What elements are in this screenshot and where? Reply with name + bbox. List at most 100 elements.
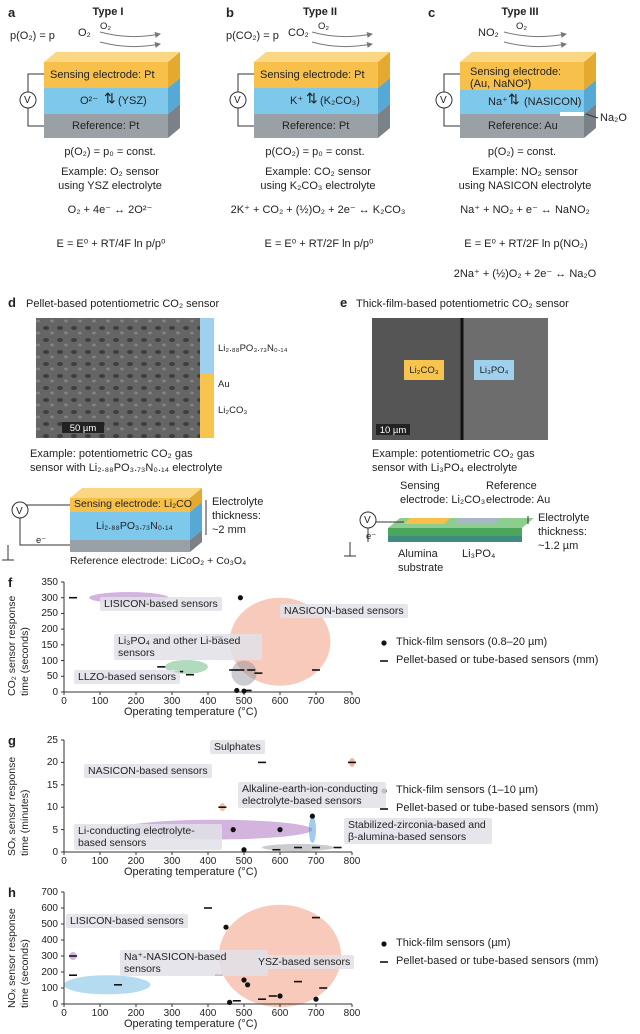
- y-tick-label: 350: [41, 577, 58, 588]
- sensor-block-b: [229, 52, 390, 138]
- region-label: LLZO-based sensors: [74, 670, 181, 684]
- pellet-sensor-d: [2, 488, 207, 561]
- legend-dot-icon: [381, 640, 387, 646]
- x-tick-label: 100: [91, 696, 109, 707]
- d-reference: Reference electrode: LiCoO₂ + Co₃O₄: [70, 555, 247, 567]
- panel-letter-a: a: [8, 5, 16, 20]
- d-title: Pellet-based potentiometric CO₂ sensor: [26, 298, 220, 310]
- x-tick-label: 400: [199, 1008, 217, 1019]
- a-example1: Example: O₂ sensor: [61, 166, 159, 178]
- legend-entry: Thick-film sensors (1–10 µm): [396, 784, 539, 796]
- b-volt: V: [234, 95, 241, 106]
- x-tick-label: 500: [235, 856, 253, 867]
- x-tick-label: 100: [91, 856, 109, 867]
- region-label: LISICON-based sensors: [66, 914, 188, 928]
- e-example1: Example: potentiometric CO₂ gas: [372, 448, 535, 460]
- region-label: Li₃PO₄ and other Li-based sensors: [114, 634, 262, 660]
- e-reference1: Reference: [486, 480, 537, 492]
- d-example2: sensor with Li₂.₈₈PO₃.₇₃N₀.₁₄ electrolyt…: [30, 462, 223, 474]
- c-reaction2: 2Na⁺ + (½)O₂ + 2e⁻ ↔ Na₂O: [453, 268, 597, 280]
- e-right: Li₃PO₄: [479, 365, 509, 376]
- x-axis-label: Operating temperature (°C): [124, 1018, 258, 1030]
- a-nernst: E = E⁰ + RT/4F ln p/p⁰: [56, 238, 166, 250]
- b-sensing: Sensing electrode: Pt: [260, 69, 365, 81]
- c-volt: V: [440, 95, 447, 106]
- x-tick-label: 100: [91, 1008, 109, 1019]
- y-axis-label: NOₓ sensor response: [6, 908, 18, 1008]
- e-sensing2: electrode: Li₂CO₃: [400, 494, 486, 506]
- thick-film-point: [227, 999, 233, 1006]
- e-sensing1: Sensing: [400, 480, 440, 492]
- x-tick-label: 800: [343, 856, 361, 867]
- panel-c-title: Type III: [501, 6, 539, 18]
- y-tick-label: 300: [41, 592, 58, 604]
- a-volt: V: [24, 95, 31, 106]
- alkaline-blob: [308, 816, 316, 844]
- legend-entry: Thick-film sensors (0.8–20 µm): [396, 636, 548, 648]
- y-tick-label: 200: [41, 967, 58, 978]
- e-thickness2: thickness:: [538, 526, 587, 538]
- y-tick-label: 0: [52, 847, 58, 858]
- d-scale: 50 µm: [69, 423, 97, 434]
- d-thickness1: Electrolyte: [212, 496, 264, 508]
- micrograph-e: [372, 318, 548, 440]
- region-label: NASICON-based sensors: [84, 764, 212, 778]
- region-label: Na⁺-NASICON-based sensors: [120, 950, 268, 976]
- b-ion: K⁺: [290, 95, 304, 107]
- e-electrolyte: Li₃PO₄: [462, 548, 496, 560]
- x-tick-label: 400: [199, 696, 217, 707]
- d-example1: Example: potentiometric CO₂ gas: [30, 448, 193, 460]
- d-thickness3: ~2 mm: [212, 524, 246, 536]
- panel-letter-f: f: [8, 575, 13, 590]
- x-tick-label: 0: [61, 1008, 67, 1019]
- y-tick-label: 15: [46, 779, 58, 791]
- x-tick-label: 0: [61, 696, 67, 707]
- panel-a-title: Type I: [92, 6, 124, 18]
- y-axis-label: time (seconds): [19, 627, 31, 696]
- legend-entry: Pellet-based or tube-based sensors (mm): [396, 802, 599, 814]
- x-tick-label: 800: [343, 696, 361, 707]
- legend-entry: Thick-film sensors (µm): [396, 937, 511, 949]
- a-sensing: Sensing electrode: Pt: [50, 69, 155, 81]
- x-axis-label: Operating temperature (°C): [124, 866, 258, 878]
- y-axis-label: time (seconds): [19, 939, 31, 1008]
- e-thickness3: ~1.2 µm: [538, 540, 579, 552]
- panel-b-gas-eq: p(CO₂) = p: [226, 30, 279, 42]
- y-axis-label: CO₂ sensor response: [6, 595, 18, 696]
- y-tick-label: 5: [52, 824, 58, 836]
- panel-letter-c: c: [428, 5, 436, 20]
- x-tick-label: 700: [307, 856, 325, 867]
- region-label: YSZ-based sensors: [254, 955, 355, 969]
- y-tick-label: 100: [41, 983, 58, 994]
- d-electron: e⁻: [36, 535, 47, 546]
- li3po4-blob: [231, 660, 257, 686]
- panel-b-gas2: O₂: [318, 21, 330, 32]
- c-side: Na₂O: [600, 112, 627, 124]
- panel-c-gas: NO₂: [478, 27, 499, 39]
- y-tick-label: 50: [46, 671, 58, 683]
- y-tick-label: 0: [52, 687, 58, 698]
- y-tick-label: 0: [52, 999, 58, 1010]
- b-reaction: 2K⁺ + CO₂ + (½)O₂ + 2e⁻ ↔ K₂CO₃: [230, 204, 406, 216]
- c-electrolyte: (NASICON): [524, 96, 582, 108]
- thick-film-point: [237, 595, 243, 601]
- y-tick-label: 10: [46, 802, 58, 814]
- x-tick-label: 0: [61, 856, 67, 867]
- thick-film-point: [313, 996, 319, 1002]
- thick-film-point: [277, 827, 283, 833]
- x-tick-label: 500: [235, 696, 253, 707]
- y-tick-label: 150: [41, 639, 58, 651]
- e-example2: sensor with Li₃PO₄ electrolyte: [372, 462, 518, 474]
- micrograph-d: [36, 318, 214, 438]
- legend-entry: Pellet-based or tube-based sensors (mm): [396, 955, 599, 967]
- panel-a-gas2: O₂: [100, 21, 112, 32]
- c-ion: Na⁺: [488, 96, 508, 108]
- thick-film-point: [241, 847, 247, 853]
- c-example2: using NASICON electrolyte: [458, 180, 592, 192]
- x-tick-label: 200: [127, 1008, 145, 1019]
- thick-film-point: [223, 924, 229, 930]
- a-electrolyte: (YSZ): [118, 95, 147, 107]
- thick-film-point: [277, 993, 283, 999]
- c-updown-icon: ⇅: [508, 91, 520, 107]
- legend-dot-icon: [381, 941, 387, 947]
